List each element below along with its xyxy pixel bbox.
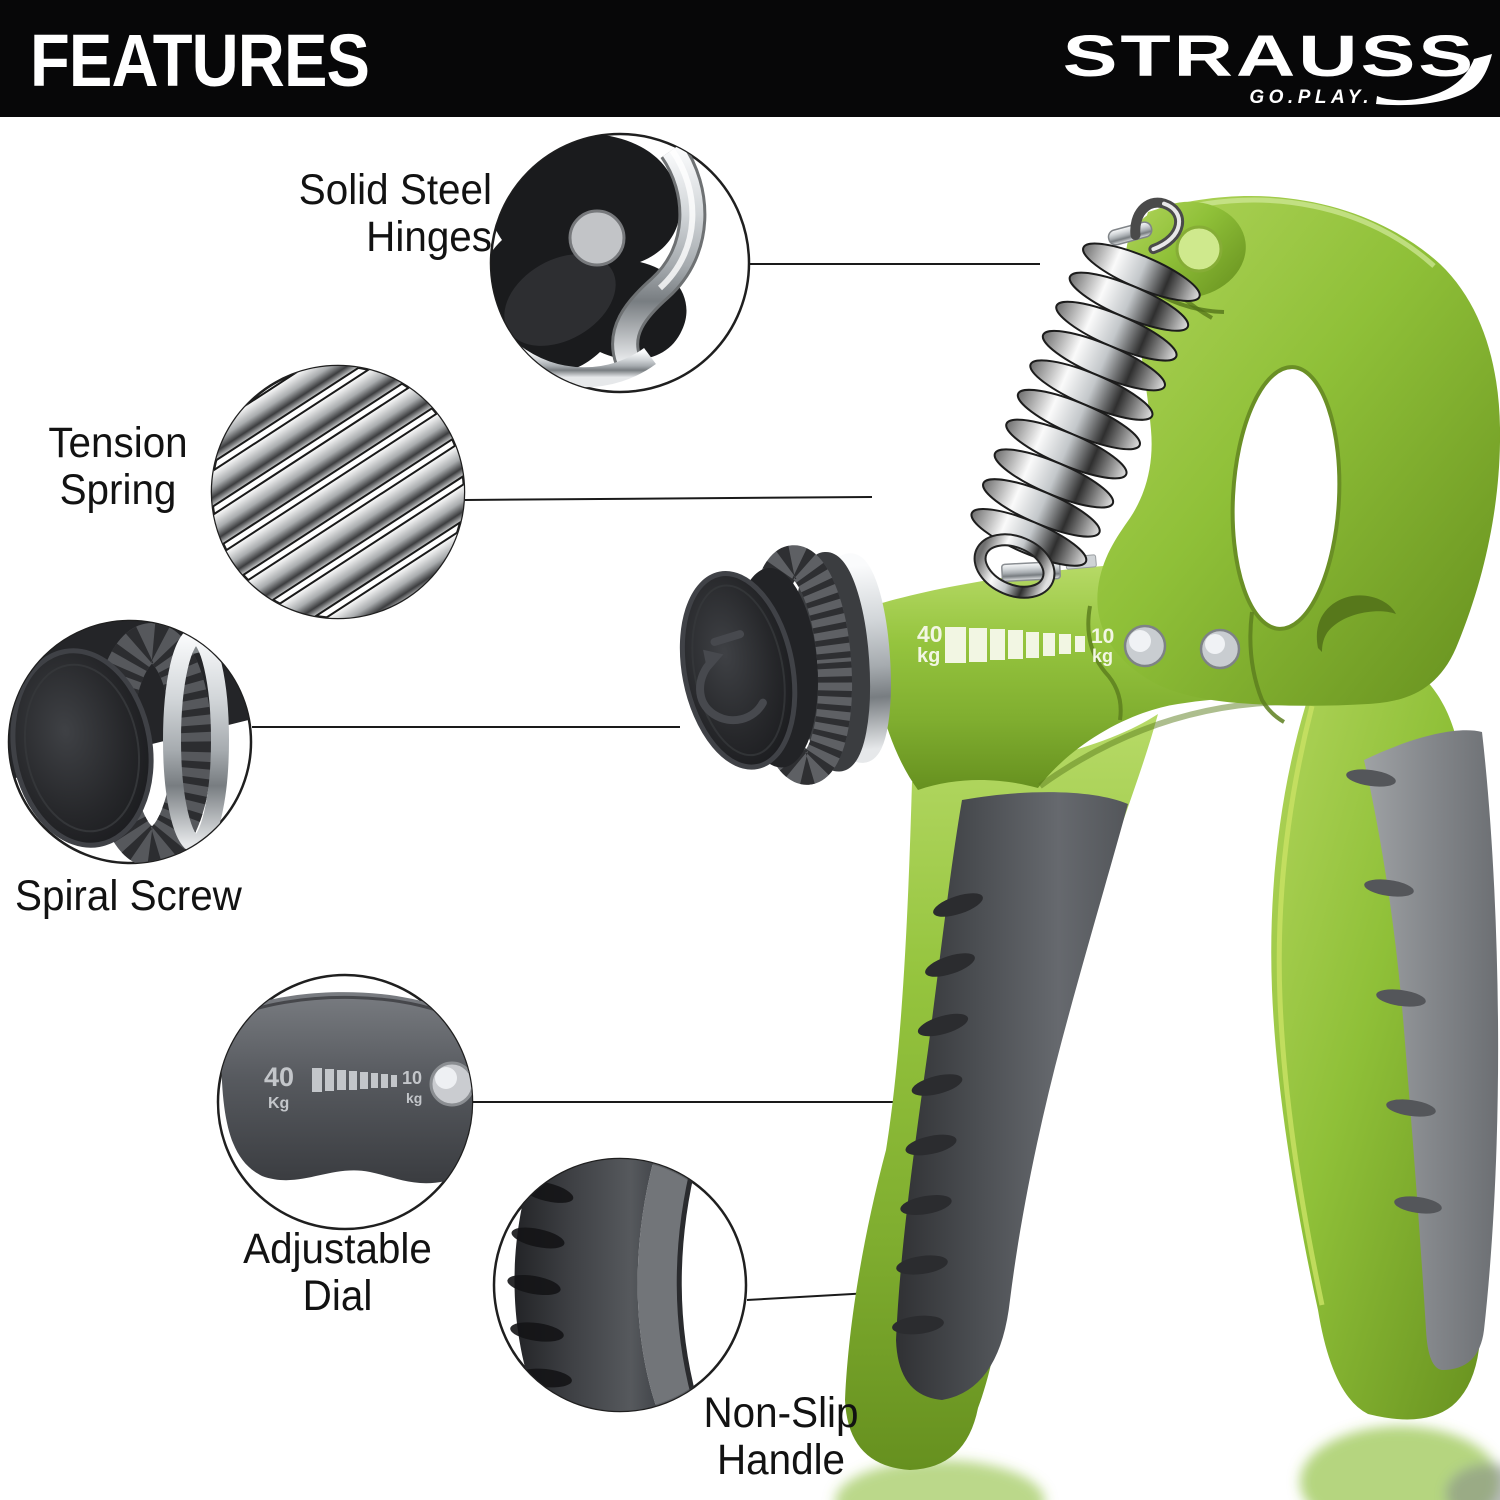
callout-label-line: Dial [302, 1272, 373, 1320]
callout-circle-hinges [489, 132, 751, 394]
dial-zoom-min-unit: kg [406, 1090, 422, 1106]
callout-label-line: Non-Slip [703, 1389, 859, 1437]
page-title: FEATURES [30, 19, 370, 102]
right-handle-ridge-highlight [1276, 705, 1325, 1306]
dial-zoom-max-unit: Kg [268, 1095, 289, 1112]
dial-zoom-segments [312, 1068, 397, 1092]
brand-swoosh-icon [1376, 54, 1492, 106]
scale-segments [945, 627, 1085, 663]
hook-inner-opening [1230, 365, 1342, 631]
hinge-pin [1107, 221, 1153, 246]
brand-tagline: GO.PLAY. [1249, 87, 1373, 108]
callout-label-line: Spring [59, 466, 177, 514]
callout-label-line: Solid Steel [298, 166, 492, 214]
resistance-scale: 40 kg 10 kg [917, 621, 1114, 667]
header-bar: FEATURES STRAUSS GO.PLAY. [0, 0, 1500, 117]
floor-reflection [835, 1426, 1500, 1500]
scale-max-value: 40 [917, 621, 943, 647]
hinge-cap-hole [1175, 225, 1223, 273]
dial-arrow-head [703, 649, 724, 673]
comma-slot [1316, 595, 1396, 652]
left-grip-ribs [892, 893, 983, 1335]
callout-circle-handle [492, 1157, 748, 1413]
dial-rotate-arrow-icon [696, 630, 767, 725]
leader-line-spring [464, 496, 873, 501]
callout-label-handle: Non-Slip Handle [658, 1390, 904, 1484]
brand-logo-text: STRAUSS [1063, 25, 1476, 89]
scale-min-value: 10 [1091, 625, 1114, 648]
tension-spring-coil [970, 197, 1201, 599]
brand-logo: STRAUSS GO.PLAY. [1063, 25, 1492, 108]
pivot-rivets [1123, 624, 1241, 670]
scale-min-unit: kg [1092, 646, 1113, 666]
adjuster-dial [679, 545, 891, 785]
dial-zoom-surface [221, 992, 472, 1184]
callout-label-line: Spiral Screw [15, 872, 242, 920]
callout-label-spring: Tension Spring [24, 420, 212, 514]
handle-zoom-band [514, 1159, 660, 1411]
scale-max-unit: kg [917, 645, 940, 667]
callout-label-dial: Adjustable Dial [218, 1226, 458, 1320]
dial-face [679, 571, 798, 770]
right-grip-ribs [1346, 769, 1442, 1214]
left-grip-rubber [896, 792, 1128, 1400]
callout-label-line: Hinges [366, 213, 492, 261]
callout-circle-screw [7, 619, 253, 865]
hand-gripper: 40 kg 10 kg [679, 196, 1500, 1470]
hinge-zoom-pin [568, 209, 626, 267]
callout-circle-dial: 40 Kg 10 kg [216, 973, 474, 1231]
leader-line-dial [472, 778, 948, 1103]
callout-label-hinges: Solid Steel Hinges [199, 167, 492, 261]
callout-label-screw: Spiral Screw [15, 873, 242, 920]
callout-label-line: Tension [48, 419, 188, 467]
screw-zoom-knob-face [10, 648, 154, 848]
dial-zoom-max-value: 40 [264, 1062, 294, 1092]
dial-zoom-min-value: 10 [402, 1068, 422, 1088]
callout-label-line: Handle [716, 1436, 846, 1484]
callout-label-line: Adjustable [243, 1225, 432, 1273]
